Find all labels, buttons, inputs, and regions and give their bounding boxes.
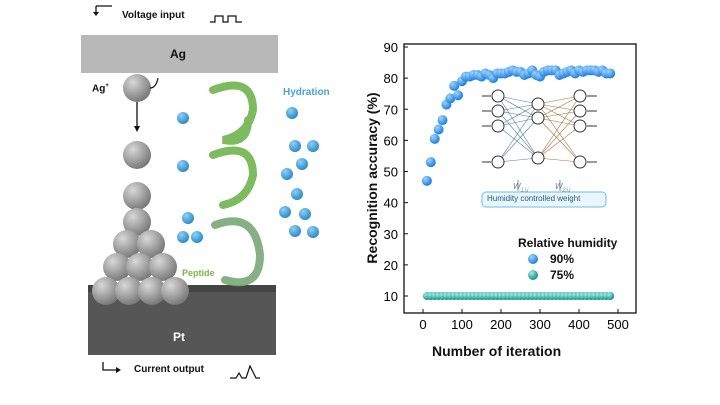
x-tick-label: 300: [529, 317, 551, 332]
data-point-90: [449, 80, 460, 91]
data-point-90: [429, 133, 440, 144]
network-node: [491, 119, 505, 133]
data-point-90: [453, 90, 464, 101]
network-node: [573, 104, 587, 118]
peptide-label: Peptide: [182, 268, 215, 278]
y-tick-label: 90: [384, 40, 398, 55]
network-node: [491, 155, 505, 169]
data-point-90: [421, 175, 432, 186]
y-tick-label: 80: [384, 71, 398, 86]
x-axis-label: Number of iteration: [432, 343, 562, 359]
ag-label: Ag: [170, 47, 186, 61]
data-point-90: [437, 115, 448, 126]
network-node: [491, 89, 505, 103]
x-tick-label: 0: [419, 317, 426, 332]
network-inset: [482, 89, 597, 191]
ag-filament: [92, 141, 189, 305]
y-tick-label: 70: [384, 102, 398, 117]
y-tick-label: 30: [384, 227, 398, 242]
plot-frame: [403, 43, 637, 314]
water-molecules: [177, 107, 319, 243]
data-point-75: [606, 292, 615, 300]
data-point-90: [445, 93, 456, 104]
voltage-input-label: Voltage input: [122, 10, 185, 21]
network-node: [531, 151, 545, 165]
pt-label: Pt: [173, 330, 185, 344]
y-axis-label: Recognition accuracy (%): [364, 92, 380, 264]
memristor-diagram: Voltage input Ag Ag+ Hydration Peptide P…: [0, 0, 340, 405]
network-node: [491, 104, 505, 118]
ag-electrode: [81, 35, 278, 73]
weight-1-label: W1,i,j: [513, 182, 529, 194]
network-node: [573, 155, 587, 169]
network-node: [531, 111, 545, 125]
legend-marker-90: [528, 254, 538, 264]
x-tick-label: 400: [568, 317, 590, 332]
inset-caption-box: [481, 191, 607, 208]
network-node: [531, 97, 545, 111]
data-point-90: [433, 124, 444, 135]
y-tick-label: 60: [384, 133, 398, 148]
square-pulse-icon: [210, 15, 242, 23]
x-tick-label: 500: [607, 317, 629, 332]
weight-2-label: W2,i,j: [555, 182, 571, 194]
legend-title: Relative humidity: [518, 236, 618, 250]
legend-marker-75: [528, 270, 538, 280]
network-node: [573, 119, 587, 133]
hydration-label: Hydration: [283, 87, 330, 98]
peptide-strands: [209, 81, 265, 287]
ag-ion: [123, 74, 151, 102]
legend-label-90: 90%: [550, 252, 575, 266]
inset-caption: Humidity controlled weight: [487, 194, 581, 203]
x-tick-label: 200: [490, 317, 512, 332]
y-tick-label: 50: [384, 165, 398, 180]
network-node: [573, 89, 587, 103]
data-point-90: [605, 68, 616, 79]
legend-label-75: 75%: [550, 268, 575, 282]
current-output-label: Current output: [134, 364, 204, 375]
y-tick-label: 10: [384, 289, 398, 304]
spike-pulse-icon: [230, 364, 260, 379]
ag-ion-label: Ag+: [92, 83, 109, 95]
diagram-graphics: [81, 5, 319, 379]
x-tick-label: 100: [451, 317, 473, 332]
y-tick-label: 40: [384, 196, 398, 211]
data-point-90: [425, 157, 436, 168]
current-arrow-icon: [102, 362, 118, 371]
y-tick-label: 20: [384, 258, 398, 273]
